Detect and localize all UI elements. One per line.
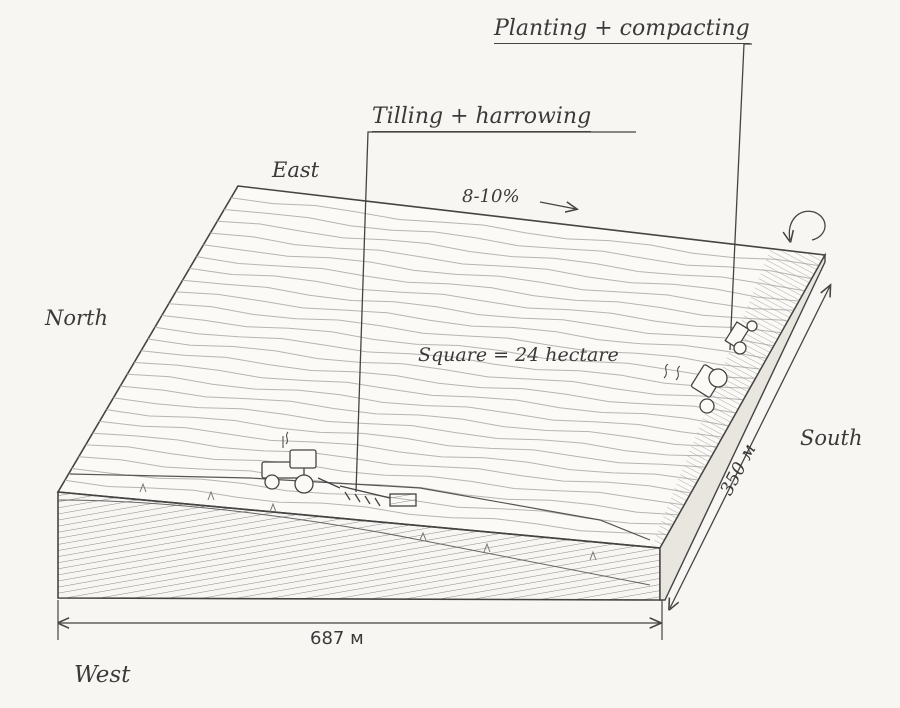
furrow-line (134, 362, 730, 427)
furrow-line (106, 409, 705, 468)
tractor-planter-icon (663, 320, 758, 414)
north-label: North (45, 306, 109, 330)
furrow-line (85, 444, 686, 506)
furrow-line (71, 468, 673, 525)
furrow-line (168, 303, 762, 370)
width-label: 687 м (310, 628, 364, 649)
furrow-line (92, 432, 692, 494)
area-label: Square = 24 hectare (418, 344, 619, 366)
tilling-label: Tilling + harrowing (372, 106, 592, 132)
planting-label: Planting + compacting (494, 18, 750, 44)
furrow-lines (64, 197, 819, 535)
furrow-line (231, 197, 819, 267)
soil-top-edge (57, 499, 651, 586)
furrow-line (64, 479, 667, 535)
slope-arrow (539, 202, 576, 209)
grass-tufts (139, 482, 597, 561)
depth-arrow (670, 286, 830, 608)
tractor-harrow-icon (261, 431, 417, 507)
headland-line (69, 473, 651, 541)
furrow-line (141, 350, 737, 414)
furrow-line (127, 373, 724, 438)
south-label: South (800, 426, 863, 450)
furrow-line (147, 338, 743, 401)
furrow-line (78, 456, 680, 516)
furrow-line (113, 397, 711, 457)
furrow-line (120, 385, 718, 448)
furrow-line (224, 209, 813, 280)
furrow-line (161, 315, 756, 379)
planting-leader (729, 43, 752, 351)
furrow-line (154, 326, 749, 389)
u-turn-icon (789, 210, 826, 240)
tilling-leader (355, 131, 636, 493)
furrow-line (217, 220, 807, 292)
east-label: East (272, 158, 320, 182)
slope-label: 8-10% (462, 186, 520, 207)
furrow-line (99, 420, 699, 481)
west-label: West (74, 662, 131, 688)
